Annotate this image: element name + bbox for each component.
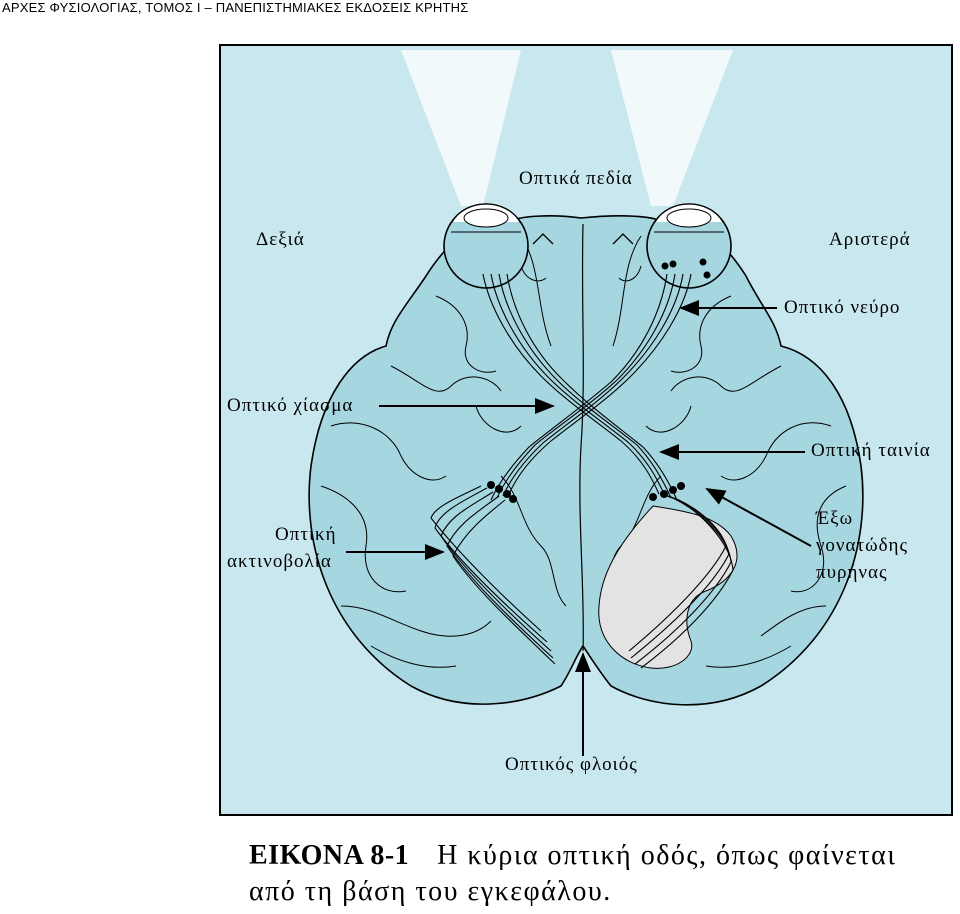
visual-field-ray-right [401,50,521,206]
visual-pathway-diagram [308,50,864,756]
synapse-dots [487,258,711,503]
visual-field-ray-left [611,50,733,206]
olfactory-mark-right [532,233,554,245]
label-optic-radiation-line2: ακτινοβολία [227,551,332,572]
label-lgn-line1: Έξω [816,508,854,529]
figure-panel: Οπτικά πεδία Δεξιά Αριστερά Οπτικό νεύρο… [219,44,953,816]
pointer-arrows [346,300,812,756]
label-optic-tract: Οπτική ταινία [811,440,931,461]
brain-gyri [320,235,847,668]
arrow-lgn [705,488,812,547]
longitudinal-fissure [579,223,584,652]
book-header: ΑΡΧΕΣ ΦΥΣΙΟΛΟΓΙΑΣ, ΤΟΜΟΣ Ι – ΠΑΝΕΠΙΣΤΗΜΙ… [2,0,469,15]
right-eye [443,203,529,289]
label-visual-cortex: Οπτικός φλοιός [505,754,638,775]
label-optic-radiation-line1: Οπτική [275,524,337,545]
label-visual-fields: Οπτικά πεδία [519,168,633,189]
label-optic-nerve: Οπτικό νεύρο [784,297,901,318]
figure-caption-text: Η κύρια οπτική οδός, όπως φαίνεται από τ… [249,840,897,907]
label-lgn-line3: πυρήνας [816,562,888,583]
figure-number: ΕΙΚΟΝΑ 8-1 [249,840,410,871]
label-left: Αριστερά [829,229,911,250]
visual-cortex-highlight [598,505,738,669]
olfactory-mark-left [612,233,634,245]
left-eye [646,203,732,289]
label-optic-chiasm: Οπτικό χίασμα [227,395,354,416]
label-right: Δεξιά [256,229,305,250]
label-lgn-line2: γονατώδης [816,535,908,556]
optic-fibers [430,273,734,669]
brain-outline [308,215,864,706]
